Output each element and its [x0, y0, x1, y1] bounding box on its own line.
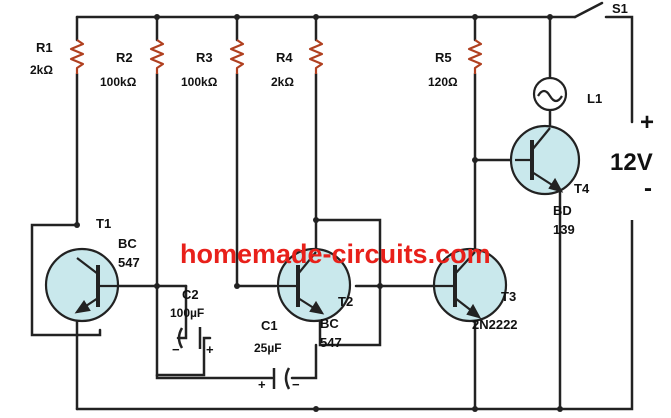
t1-base-loop — [30, 223, 102, 337]
transistor-t1 — [44, 247, 120, 323]
r2-value: 100kΩ — [100, 75, 137, 89]
c1-ref: C1 — [261, 318, 278, 333]
transistor-t2 — [275, 247, 352, 323]
c2-value: 100µF — [170, 306, 204, 320]
c1-value: 25µF — [254, 341, 282, 355]
t4-ref: T4 — [574, 181, 590, 196]
r4-value: 2kΩ — [271, 75, 294, 89]
t1-type-2: 547 — [118, 255, 140, 270]
lamp-ref: L1 — [587, 91, 602, 106]
c2-ref: C2 — [182, 287, 199, 302]
transistor-t4 — [509, 124, 581, 196]
capacitor-c2 — [177, 327, 202, 349]
transistor-t3 — [432, 247, 508, 323]
switch-ref: S1 — [612, 1, 628, 16]
supply-minus: - — [644, 175, 652, 202]
t2-type-1: BC — [320, 316, 339, 331]
r3-ref: R3 — [196, 50, 213, 65]
supply-plus: + — [640, 109, 654, 136]
resistor-r2 — [149, 39, 165, 74]
capacitor-c1 — [272, 367, 291, 390]
r1-ref: R1 — [36, 40, 53, 55]
watermark-text: homemade-circuits.com — [180, 239, 491, 269]
t4-type-1: BD — [553, 203, 572, 218]
resistor-r5 — [467, 39, 483, 74]
c1-plus: + — [258, 377, 266, 392]
r2-ref: R2 — [116, 50, 133, 65]
lamp-l1 — [532, 76, 568, 112]
t1-type-1: BC — [118, 236, 137, 251]
r4-ref: R4 — [276, 50, 293, 65]
r1-value: 2kΩ — [30, 63, 53, 77]
t2-ref: T2 — [338, 294, 353, 309]
c2-pos: + — [206, 342, 214, 357]
r3-value: 100kΩ — [181, 75, 218, 89]
bottom-rail-wire — [75, 218, 634, 411]
resistor-r4 — [308, 39, 324, 74]
supply-voltage: 12V — [610, 149, 653, 176]
switch-s1 — [573, 1, 604, 19]
t3-type: 2N2222 — [472, 317, 518, 332]
t3-ref: T3 — [501, 289, 516, 304]
t1-ref: T1 — [96, 216, 111, 231]
r5-ref: R5 — [435, 50, 452, 65]
resistor-r1 — [69, 39, 85, 74]
r5-value: 120Ω — [428, 75, 458, 89]
c2-neg: − — [172, 342, 180, 357]
c1-minus: − — [292, 377, 300, 392]
resistor-r3 — [229, 39, 245, 74]
t4-type-2: 139 — [553, 222, 575, 237]
t2-type-2: 547 — [320, 335, 342, 350]
